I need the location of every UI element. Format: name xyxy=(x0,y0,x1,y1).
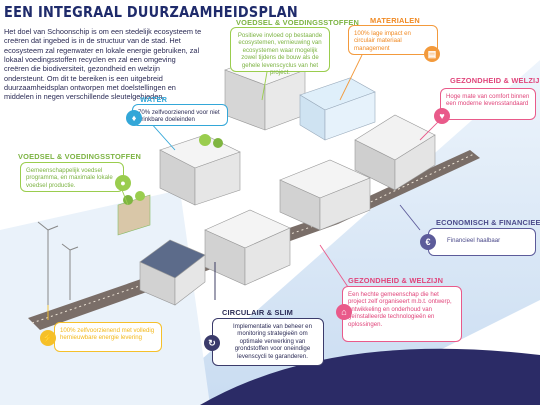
materials-icon: ▤ xyxy=(424,46,440,62)
house-front xyxy=(204,209,291,286)
bottom-curve xyxy=(200,348,540,405)
callout-circulair-text: Implementatie van beheer en monitoring s… xyxy=(233,323,312,360)
heading-water: WATER xyxy=(140,95,168,104)
heading-circulair: CIRCULAIR & SLIM xyxy=(222,308,293,317)
callout-gezondheid-top: Hoge mate van comfort binnen een moderne… xyxy=(440,88,536,120)
house-gable xyxy=(354,114,436,191)
callout-economisch: Financieel haalbaar xyxy=(428,228,536,256)
heading-economisch: ECONOMISCH & FINANCIEEL xyxy=(436,218,540,227)
connector-gezondheid-bottom xyxy=(319,244,351,291)
planter-box xyxy=(117,191,151,236)
callout-materialen-text: 100% lage impact en circulair materiaal … xyxy=(354,30,411,52)
recycle-icon: ↻ xyxy=(204,335,220,351)
callout-gezondheid-bottom-text: Een hechte gemeenschap die het project z… xyxy=(348,291,452,328)
callout-voedsel-left-text: Gemeenschappelijk voedsel programma, en … xyxy=(26,167,113,189)
intro-text: Het doel van Schoonschip is om een stede… xyxy=(4,27,202,102)
callout-voedsel-left: Gemeenschappelijk voedsel programma, en … xyxy=(20,162,124,192)
heading-gezondheid-bottom: GEZONDHEID & WELZIJN xyxy=(348,276,444,285)
lightning-icon: ⚡ xyxy=(40,330,56,346)
wind-turbine xyxy=(37,221,79,305)
callout-voedsel-top-text: Positieve invloed op bestaande ecosystem… xyxy=(237,32,323,77)
callout-gezondheid-bottom: Een hechte gemeenschap die het project z… xyxy=(342,286,462,342)
house-garden xyxy=(159,134,241,206)
heading-voedsel-top: VOEDSEL & VOEDINGSSTOFFEN xyxy=(236,18,359,27)
callout-gezondheid-top-text: Hoge mate van comfort binnen een moderne… xyxy=(446,93,530,108)
callout-energie: 100% zelfvoorzienend met volledig hernie… xyxy=(54,322,162,352)
house-solar-roof xyxy=(139,239,206,306)
apple-icon: ● xyxy=(115,175,131,191)
heading-gezondheid-top: GEZONDHEID & WELZIJN xyxy=(450,76,540,85)
jetty-path-dots xyxy=(31,153,475,324)
callout-water: 70% zelfvoorzienend voor niet drinkbare … xyxy=(132,104,228,126)
house-center xyxy=(279,159,371,231)
callout-energie-text: 100% zelfvoorzienend met volledig hernie… xyxy=(60,327,155,342)
connector-economisch xyxy=(399,204,421,231)
heart-icon: ♥ xyxy=(434,108,450,124)
callout-water-text: 70% zelfvoorzienend voor niet drinkbare … xyxy=(138,109,220,124)
heading-voedsel-left: VOEDSEL & VOEDINGSSTOFFEN xyxy=(18,152,141,161)
water-drop-icon: ♦ xyxy=(126,110,142,126)
page-title: EEN INTEGRAAL DUURZAAMHEIDSPLAN xyxy=(4,3,298,21)
connector-water xyxy=(149,121,176,151)
callout-voedsel-top: Positieve invloed op bestaande ecosystem… xyxy=(230,27,330,76)
callout-circulair: Implementatie van beheer en monitoring s… xyxy=(212,318,324,366)
euro-icon: € xyxy=(420,234,436,250)
heading-materialen: MATERIALEN xyxy=(370,16,420,25)
connector-materialen xyxy=(339,54,363,101)
community-building-icon: ⌂ xyxy=(336,304,352,320)
connector-voedsel-top xyxy=(261,71,268,101)
greenhouse xyxy=(299,77,376,141)
callout-economisch-text: Financieel haalbaar xyxy=(447,237,501,244)
callout-materialen: 100% lage impact en circulair materiaal … xyxy=(348,25,438,55)
